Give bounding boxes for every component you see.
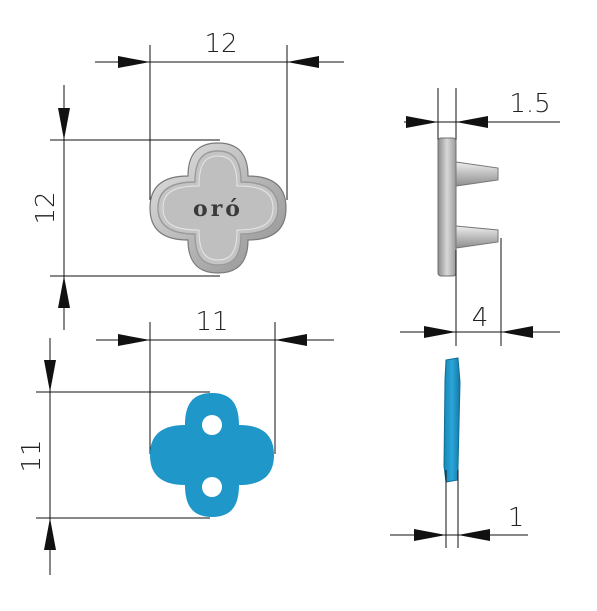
arrow-b-up bbox=[44, 518, 56, 550]
arrow-down bbox=[58, 108, 70, 140]
dim-label-pin-length: 4 bbox=[472, 303, 489, 333]
dim-label-bottom-thickness: 1 bbox=[508, 503, 525, 533]
gasket-hole-lower bbox=[202, 477, 222, 497]
arrow-thick-right bbox=[406, 116, 438, 128]
pin-upper bbox=[455, 161, 499, 187]
brand-logo: oró bbox=[193, 196, 243, 222]
arrow-b-right bbox=[118, 334, 150, 346]
arrow-thick-left bbox=[456, 116, 488, 128]
metal-rosette bbox=[149, 142, 287, 274]
dim-label-top-width: 12 bbox=[204, 29, 237, 59]
blue-gasket-side bbox=[443, 357, 461, 483]
dim-label-bottom-width: 11 bbox=[195, 307, 228, 337]
top-front-view: 12 12 oró bbox=[31, 29, 344, 330]
top-side-view: 1.5 4 bbox=[400, 88, 560, 346]
arrow-up bbox=[58, 276, 70, 308]
bottom-front-view: 11 11 bbox=[17, 307, 334, 575]
pin-lower bbox=[455, 225, 499, 249]
dim-label-thickness: 1.5 bbox=[509, 89, 550, 119]
arrow-pin-right bbox=[424, 326, 456, 338]
blue-gasket bbox=[150, 393, 274, 517]
gasket-hole-upper bbox=[202, 415, 222, 435]
metal-plate-side bbox=[437, 137, 457, 277]
arrow-b-down bbox=[44, 360, 56, 392]
dim-label-bottom-height: 11 bbox=[17, 439, 47, 472]
arrow-pin-left bbox=[501, 326, 533, 338]
arrow-right bbox=[118, 56, 150, 68]
bottom-side-view: 1 bbox=[390, 357, 528, 548]
arrow-bt-left bbox=[458, 529, 490, 541]
arrow-b-left bbox=[275, 334, 307, 346]
dim-label-top-height: 12 bbox=[31, 191, 61, 224]
arrow-left bbox=[287, 56, 319, 68]
arrow-bt-right bbox=[414, 529, 446, 541]
